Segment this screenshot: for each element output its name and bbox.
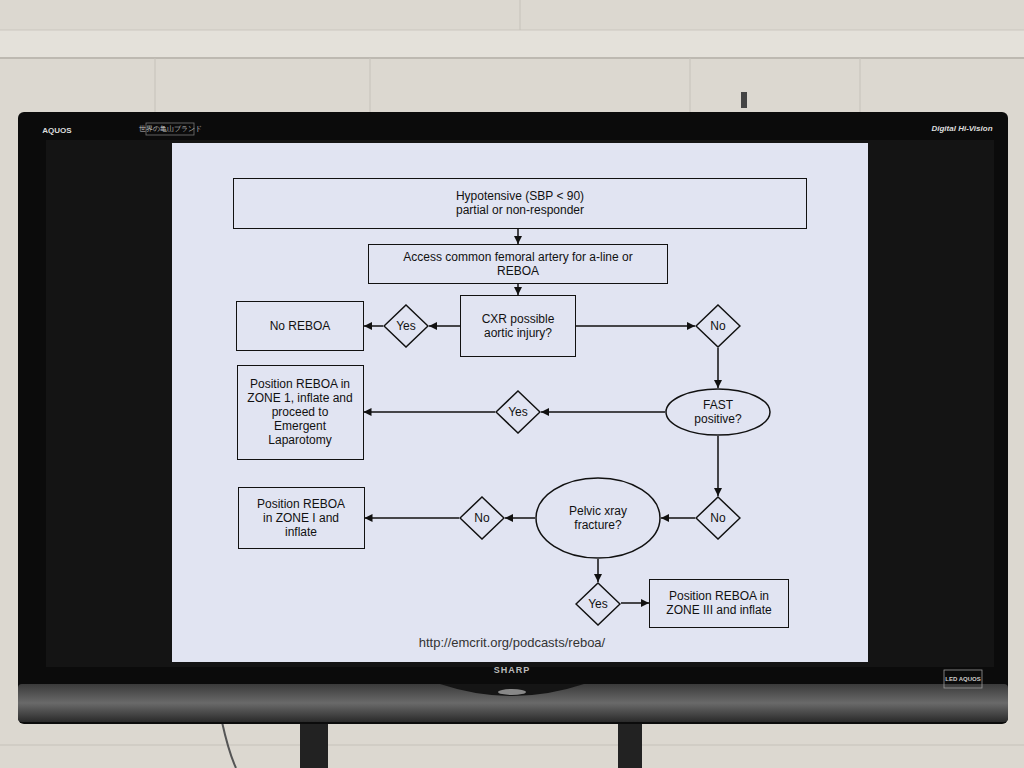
diamond-outline xyxy=(496,391,540,433)
power-light xyxy=(498,689,526,695)
stand-post xyxy=(618,718,642,768)
node-text: No REBOA xyxy=(270,319,331,333)
flow-arrow xyxy=(365,517,460,519)
process-box: Position REBOA in ZONE I and inflate xyxy=(238,487,365,549)
decision-diamond: No xyxy=(695,496,741,540)
node-text: Position REBOA in ZONE I and inflate xyxy=(251,497,351,539)
decision-diamond: Yes xyxy=(575,582,621,626)
brand-logo: Digital Hi-Vision xyxy=(931,124,992,133)
diamond-outline xyxy=(576,583,620,625)
wall-ledge xyxy=(0,30,1024,58)
flow-arrow xyxy=(517,229,519,244)
process-box: CXR possible aortic injury? xyxy=(460,295,576,357)
decision-diamond: Yes xyxy=(383,304,429,348)
tv-screen xyxy=(46,140,994,667)
tile-line xyxy=(0,57,1024,59)
flow-arrow xyxy=(505,517,535,519)
process-box: Position REBOA in ZONE 1, inflate and pr… xyxy=(237,365,364,460)
decision-ellipse: FAST positive? xyxy=(665,388,771,436)
tile-line xyxy=(370,58,371,112)
tile-line xyxy=(0,745,1024,746)
source-url: http://emcrit.org/podcasts/reboa/ xyxy=(419,635,605,650)
flow-arrow xyxy=(517,284,519,295)
node-text: FAST positive? xyxy=(688,398,748,426)
stand-post xyxy=(300,718,328,768)
tile-line xyxy=(690,58,691,112)
decision-diamond: No xyxy=(695,304,741,348)
brand-badge: LED AQUOS xyxy=(945,676,980,682)
tile-line xyxy=(0,30,1024,31)
brand-logo: SHARP xyxy=(494,665,531,675)
flow-arrow xyxy=(364,411,496,413)
ellipse-outline xyxy=(666,389,770,435)
node-text: No xyxy=(474,511,489,525)
node-text: Yes xyxy=(508,405,528,419)
process-box: Position REBOA in ZONE III and inflate xyxy=(649,579,789,628)
process-box: Hypotensive (SBP < 90) partial or non-re… xyxy=(233,178,807,229)
decision-diamond: Yes xyxy=(495,390,541,434)
node-text: Yes xyxy=(588,597,608,611)
node-text: No xyxy=(710,511,725,525)
process-box: No REBOA xyxy=(236,301,364,351)
diamond-outline xyxy=(384,305,428,347)
node-text: CXR possible aortic injury? xyxy=(473,312,563,340)
wall-hook xyxy=(741,92,747,108)
diamond-outline xyxy=(696,497,740,539)
cable xyxy=(222,722,236,768)
flow-arrow xyxy=(661,517,695,519)
flow-arrow xyxy=(717,348,719,388)
slide xyxy=(172,143,868,662)
tv-bezel-lower xyxy=(18,684,1008,722)
node-text: Position REBOA in ZONE III and inflate xyxy=(655,589,783,617)
process-box: Access common femoral artery for a-line … xyxy=(368,244,668,284)
node-text: Access common femoral artery for a-line … xyxy=(396,250,641,278)
node-text: Pelvic xray fracture? xyxy=(558,504,638,532)
brand-tagline: 世界の亀山ブランド xyxy=(139,124,202,134)
tile-line xyxy=(155,58,156,112)
decision-ellipse: Pelvic xray fracture? xyxy=(535,477,661,559)
brand-logo: AQUOS xyxy=(42,126,71,135)
tv-bezel-curve xyxy=(440,684,584,696)
flow-arrow xyxy=(597,559,599,582)
ellipse-outline xyxy=(536,478,660,558)
decision-diamond: No xyxy=(459,496,505,540)
node-text: No xyxy=(710,319,725,333)
badge-frame xyxy=(944,670,982,688)
tv-bezel xyxy=(18,112,1008,724)
flow-arrow xyxy=(621,602,649,604)
flow-arrow xyxy=(429,325,460,327)
flow-arrow xyxy=(717,436,719,496)
tile-line xyxy=(860,58,861,112)
node-text: Hypotensive (SBP < 90) partial or non-re… xyxy=(440,189,600,217)
node-text: Position REBOA in ZONE 1, inflate and pr… xyxy=(244,377,356,447)
diamond-outline xyxy=(696,305,740,347)
node-text: Yes xyxy=(396,319,416,333)
diamond-outline xyxy=(460,497,504,539)
tile-line xyxy=(520,0,521,30)
flow-arrow xyxy=(541,411,665,413)
flow-arrow xyxy=(576,325,695,327)
flow-arrow xyxy=(364,325,383,327)
